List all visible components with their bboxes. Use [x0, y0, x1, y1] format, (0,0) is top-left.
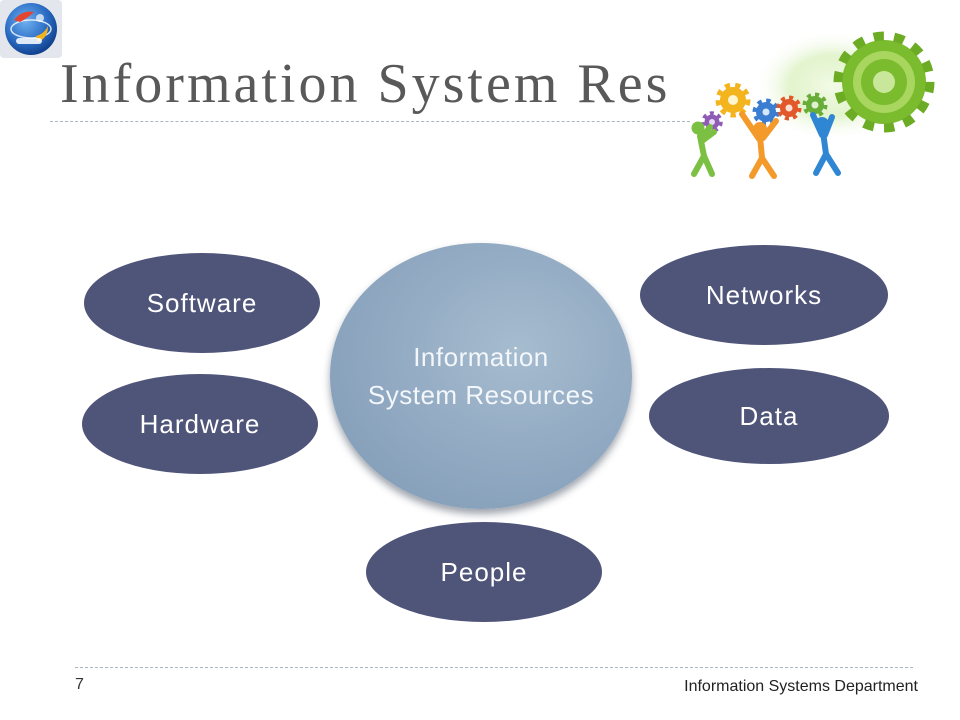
node-people-label: People — [440, 556, 528, 587]
gears-teamwork-icon — [691, 30, 935, 179]
node-data-label: Data — [739, 400, 799, 431]
node-people: People — [366, 522, 602, 622]
node-networks: Networks — [640, 245, 888, 345]
green-worker-figure — [691, 121, 717, 177]
node-software: Software — [84, 253, 320, 353]
footer-department: Information Systems Department — [684, 678, 918, 695]
node-networks-label: Networks — [705, 279, 823, 310]
big-green-gear-icon — [833, 31, 935, 133]
center-label-line1: Information — [413, 342, 549, 372]
node-hardware: Hardware — [82, 374, 318, 474]
orange-gear-icon — [776, 95, 802, 121]
orange-worker-figure — [739, 111, 779, 179]
node-hardware-label: Hardware — [139, 408, 261, 439]
footer-divider — [75, 667, 913, 668]
yellow-gear-icon — [715, 82, 751, 118]
title-divider — [50, 121, 690, 122]
organization-logo-icon — [0, 0, 62, 58]
node-data: Data — [649, 368, 889, 464]
blue-worker-figure — [810, 112, 841, 176]
center-label-line2: System Resources — [367, 380, 595, 410]
center-resources-circle: Information System Resources — [330, 243, 632, 509]
small-green-gear-icon — [802, 92, 828, 118]
page-number: 7 — [75, 676, 84, 693]
slide-title: Information System Res — [60, 53, 671, 115]
node-software-label: Software — [146, 287, 258, 318]
blue-gear-icon — [752, 98, 780, 126]
